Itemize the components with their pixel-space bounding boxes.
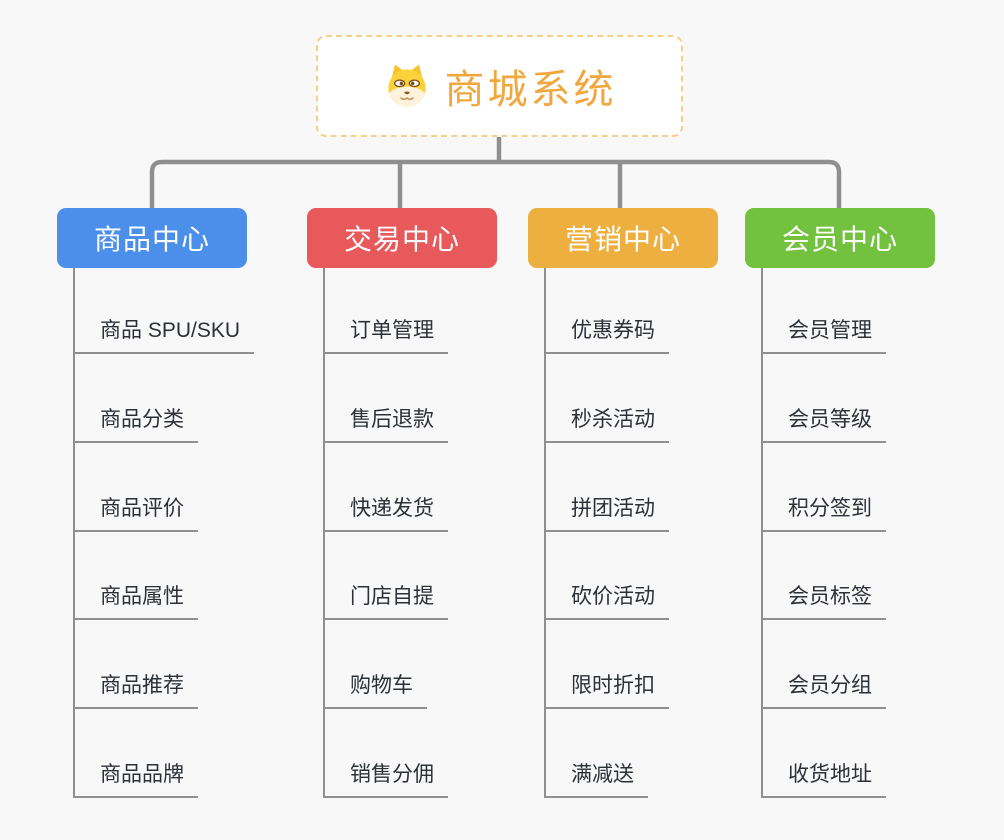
leaf-node[interactable]: 秒杀活动: [544, 397, 669, 443]
leaf-label: 积分签到: [788, 497, 872, 520]
leaf-label: 商品评价: [100, 497, 184, 520]
leaf-label: 商品属性: [100, 585, 184, 608]
leaf-label: 购物车: [350, 674, 413, 697]
leaf-node[interactable]: 商品 SPU/SKU: [73, 308, 255, 354]
leaf-label: 限时折扣: [571, 674, 655, 697]
leaf-node[interactable]: 商品评价: [73, 486, 198, 532]
leaf-node[interactable]: 积分签到: [761, 486, 886, 532]
leaf-node[interactable]: 会员管理: [761, 308, 886, 354]
leaf-label: 拼团活动: [571, 497, 655, 520]
leaf-label: 商品推荐: [100, 674, 184, 697]
leaf-label: 会员分组: [788, 674, 872, 697]
leaf-label: 会员等级: [788, 408, 872, 431]
leaf-node[interactable]: 会员标签: [761, 574, 886, 620]
leaf-node[interactable]: 限时折扣: [544, 663, 669, 709]
leaf-node[interactable]: 收货地址: [761, 752, 886, 798]
leaf-label: 商品 SPU/SKU: [100, 319, 241, 342]
branch-node-trade[interactable]: 交易中心: [307, 208, 497, 268]
leaf-label: 销售分佣: [350, 763, 434, 786]
leaf-label: 售后退款: [350, 408, 434, 431]
leaf-node[interactable]: 会员分组: [761, 663, 886, 709]
branch-column-products: 商品中心 商品 SPU/SKU 商品分类 商品评价 商品属性 商品推荐 商品品牌: [57, 0, 317, 840]
leaf-node[interactable]: 商品品牌: [73, 752, 198, 798]
leaf-label: 订单管理: [350, 319, 434, 342]
leaf-node[interactable]: 商品推荐: [73, 663, 198, 709]
leaf-node[interactable]: 拼团活动: [544, 486, 669, 532]
leaf-node[interactable]: 门店自提: [323, 574, 448, 620]
branch-trunk-line: [761, 268, 763, 798]
leaf-label: 快递发货: [350, 497, 434, 520]
leaf-label: 优惠券码: [571, 319, 655, 342]
root-node[interactable]: 商城系统: [316, 35, 683, 137]
leaf-node[interactable]: 快递发货: [323, 486, 448, 532]
leaf-node[interactable]: 砍价活动: [544, 574, 669, 620]
branch-column-members: 会员中心 会员管理 会员等级 积分签到 会员标签 会员分组 收货地址: [745, 0, 1004, 840]
branch-node-marketing[interactable]: 营销中心: [528, 208, 718, 268]
leaf-node[interactable]: 优惠券码: [544, 308, 669, 354]
leaf-label: 商品品牌: [100, 763, 184, 786]
branch-node-members[interactable]: 会员中心: [745, 208, 935, 268]
branch-node-products[interactable]: 商品中心: [57, 208, 247, 268]
root-title: 商城系统: [444, 68, 617, 112]
leaf-node[interactable]: 会员等级: [761, 397, 886, 443]
branch-column-trade: 交易中心 订单管理 售后退款 快递发货 门店自提 购物车 销售分佣: [307, 0, 567, 840]
leaf-label: 收货地址: [788, 763, 872, 786]
leaf-node[interactable]: 销售分佣: [323, 752, 448, 798]
branch-trunk-line: [544, 268, 546, 798]
leaf-node[interactable]: 购物车: [323, 663, 427, 709]
leaf-label: 会员标签: [788, 585, 872, 608]
leaf-label: 满减送: [571, 763, 634, 786]
branch-trunk-line: [73, 268, 75, 798]
dog-face-icon: [387, 64, 426, 107]
leaf-node[interactable]: 满减送: [544, 752, 648, 798]
leaf-label: 会员管理: [788, 319, 872, 342]
leaf-label: 砍价活动: [571, 585, 655, 608]
leaf-node[interactable]: 商品分类: [73, 397, 198, 443]
leaf-node[interactable]: 商品属性: [73, 574, 198, 620]
leaf-label: 门店自提: [350, 585, 434, 608]
branch-trunk-line: [323, 268, 325, 798]
leaf-label: 商品分类: [100, 408, 184, 431]
branch-column-marketing: 营销中心 优惠券码 秒杀活动 拼团活动 砍价活动 限时折扣 满减送: [528, 0, 788, 840]
leaf-label: 秒杀活动: [571, 408, 655, 431]
leaf-node[interactable]: 售后退款: [323, 397, 448, 443]
leaf-node[interactable]: 订单管理: [323, 308, 448, 354]
